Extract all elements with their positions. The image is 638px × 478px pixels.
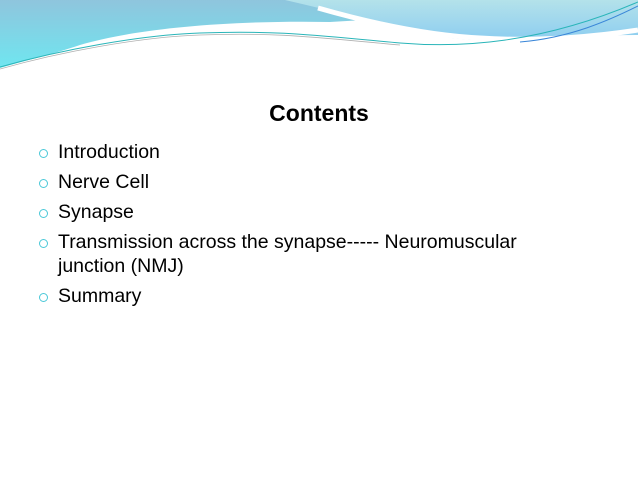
list-item: Transmission across the synapse----- Neu… [12,230,578,278]
list-item-label: Transmission across the synapse----- Neu… [58,231,517,277]
contents-list: Introduction Nerve Cell Synapse Transmis… [12,140,612,314]
circle-bullet-icon [39,239,48,248]
list-item: Introduction [12,140,612,164]
list-item-label: Synapse [58,201,134,223]
list-item: Synapse [12,200,612,224]
list-item: Nerve Cell [12,170,612,194]
header-wave-decoration [0,0,638,70]
circle-bullet-icon [39,179,48,188]
circle-bullet-icon [39,293,48,302]
list-item-label: Summary [58,285,142,307]
list-item-label: Nerve Cell [58,171,150,193]
slide-title: Contents [0,100,638,127]
list-item-label: Introduction [58,141,160,163]
slide-title-text: Contents [269,100,369,126]
circle-bullet-icon [39,209,48,218]
circle-bullet-icon [39,149,48,158]
list-item: Summary [12,284,612,308]
